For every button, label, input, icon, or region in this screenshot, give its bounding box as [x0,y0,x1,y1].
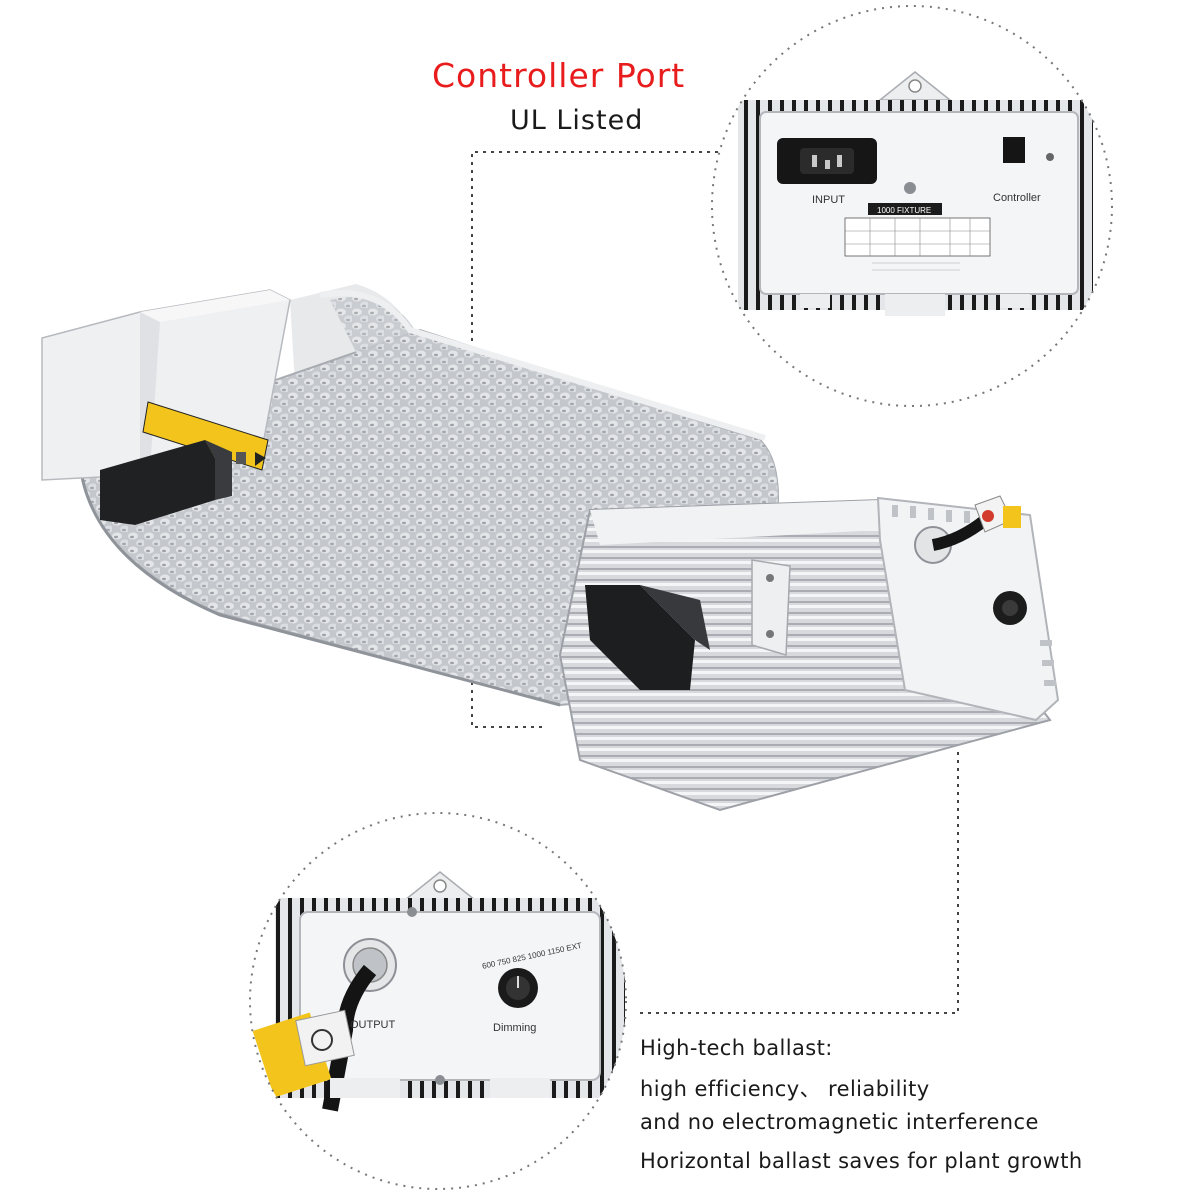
controller-port-inset: INPUT Controller 1000 FIXTURE [711,5,1113,407]
feature-line: High-tech ballast: [640,1036,833,1060]
ballast-dimming-inset: OUTPUT 600 750 825 1000 1150 EXT Dimming [249,812,627,1190]
ballast [558,495,1060,812]
connector-lines [471,151,959,1014]
feature-line: Horizontal ballast saves for plant growt… [640,1149,1083,1173]
heading-subtitle: UL Listed [510,105,644,136]
input-label: INPUT [812,194,845,206]
feature-line: and no electromagnetic interference [640,1110,1039,1134]
fixture-label: 1000 FIXTURE [877,206,931,215]
controller-label: Controller [993,192,1041,204]
heading-title: Controller Port [432,56,686,95]
feature-line: high efficiency、 reliability [640,1077,930,1101]
dimming-label: Dimming [493,1022,536,1034]
output-label: OUTPUT [350,1019,396,1031]
